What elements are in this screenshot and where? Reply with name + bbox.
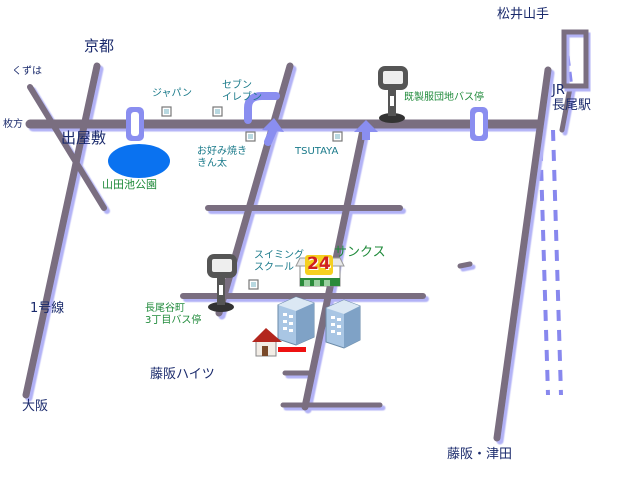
matsui-connector (559, 85, 573, 133)
label-okonomiyaki: お好み焼き きん太 (197, 146, 247, 169)
bus-stop-icon (207, 254, 237, 312)
label-seven-eleven: セブン イレブン (222, 80, 262, 103)
turn-arrow-icon (262, 118, 284, 132)
label-demashiki: 出屋敷 (61, 129, 107, 147)
building-icon (325, 299, 361, 349)
destination-arrow (278, 347, 306, 352)
avenue-east (493, 66, 552, 442)
label-kyoto: 京都 (84, 37, 115, 55)
label-fujisaka-tsuda: 藤阪・津田 (447, 447, 513, 462)
house-icon (252, 328, 282, 357)
label-jr-nagao-station: JR 長尾駅 (552, 83, 592, 113)
jr-railway (538, 39, 574, 396)
kuzuha-diagonal-road (27, 84, 107, 211)
label-yamadaike-park: 山田池公園 (102, 178, 157, 191)
label-tsutaya: TSUTAYA (295, 146, 339, 157)
label-hirakata: 枚方 (3, 119, 23, 130)
bus-stop-icon (378, 66, 408, 123)
label-nagaotani-bus-stop: 長尾谷町 3丁目バス停 (145, 303, 202, 326)
right-stub-road (457, 261, 473, 269)
label-sunkus: サンクス (334, 245, 386, 260)
label-swimming-school: スイミング スクール (254, 250, 304, 273)
building-icon (277, 296, 315, 346)
label-osaka: 大阪 (22, 399, 49, 414)
label-route1: 1号線 (30, 301, 65, 316)
label-japan: ジャパン (152, 88, 192, 99)
turn-arrow-icon (354, 120, 378, 140)
label-matsui-yamate: 松井山手 (497, 7, 550, 22)
route1-road (22, 62, 101, 399)
label-danchi-bus-stop: 既製服団地バス停 (404, 92, 484, 103)
bridge-icon (126, 107, 144, 141)
label-fujisaka-heights: 藤阪ハイツ (150, 367, 215, 382)
label-kuzuha: くずは (12, 66, 42, 77)
yamadaike-pond (108, 144, 170, 178)
sunkus-24-badge: 24 (305, 254, 333, 275)
matsui-yamate-station (561, 29, 589, 89)
bridge-icon (470, 107, 488, 141)
